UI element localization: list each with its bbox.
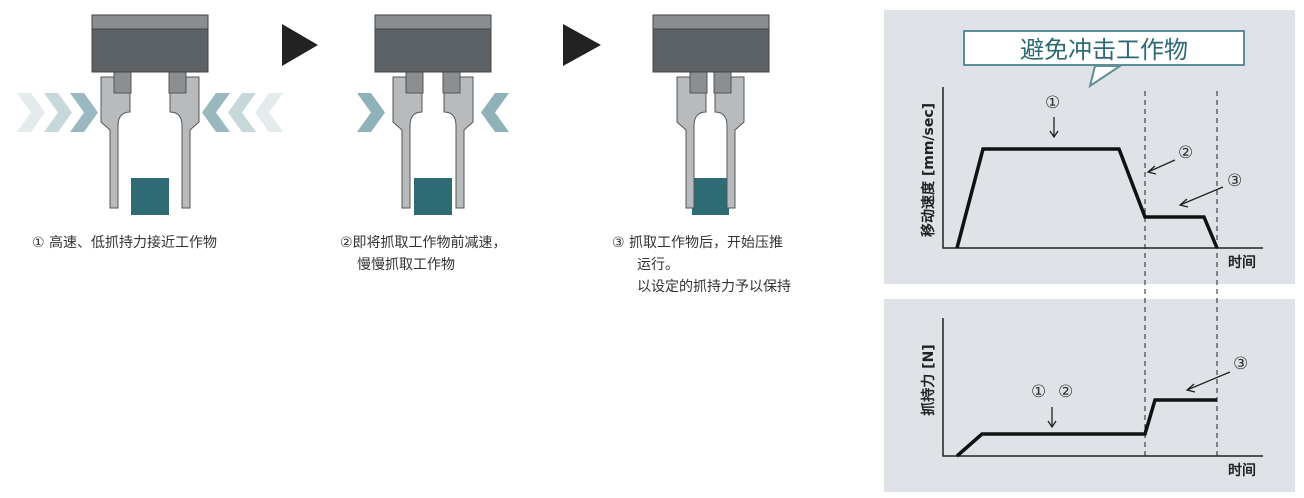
caption-line: 以设定的抓持力予以保持 — [637, 279, 791, 295]
force-y-axis-label: 抓持力 [N] — [921, 344, 937, 416]
workpiece — [131, 178, 169, 215]
force-x-axis-label: 时间 — [1228, 463, 1256, 479]
caption-line: ③ 抓取工作物后，开始压推 — [612, 235, 784, 251]
callout-tail — [1088, 65, 1124, 89]
workpiece — [692, 178, 729, 215]
speed-marker-3: ③ — [1227, 171, 1243, 191]
phase-divider-lines — [1144, 91, 1218, 456]
callout-avoid-impact: 避免冲击工作物 — [963, 30, 1245, 66]
step-2-caption: ②即将抓取工作物前减速， 慢慢抓取工作物 — [340, 232, 507, 276]
gripper-step-1 — [17, 14, 283, 215]
step-3-caption: ③ 抓取工作物后，开始压推运行。以设定的抓持力予以保持 — [612, 232, 791, 298]
speed-curve — [955, 147, 1219, 249]
axes — [942, 87, 1263, 457]
speed-y-axis-label: 移动速度 [mm/sec] — [921, 102, 937, 238]
step-1-caption: ① 高速、低抓持力接近工作物 — [32, 232, 217, 254]
gripper-step-2 — [357, 14, 509, 215]
force-marker-1: ① — [1031, 382, 1047, 402]
next-step-arrow-icon — [563, 24, 601, 66]
caption-line: ②即将抓取工作物前减速， — [340, 235, 507, 251]
caption-line: ① 高速、低抓持力接近工作物 — [32, 235, 218, 251]
force-chart-panel — [884, 299, 1295, 492]
caption-line: 慢慢抓取工作物 — [357, 257, 455, 273]
workpiece — [414, 178, 452, 215]
next-step-arrow-icon — [282, 24, 318, 66]
speed-x-axis-label: 时间 — [1228, 255, 1256, 271]
speed-marker-2: ② — [1178, 143, 1194, 163]
pointer-arrows — [1047, 117, 1231, 429]
force-curve — [955, 398, 1217, 458]
caption-line: 运行。 — [637, 257, 679, 273]
speed-marker-1: ① — [1045, 93, 1061, 113]
force-marker-2: ② — [1058, 382, 1074, 402]
force-marker-3: ③ — [1233, 354, 1249, 374]
gripper-step-3 — [652, 14, 770, 215]
